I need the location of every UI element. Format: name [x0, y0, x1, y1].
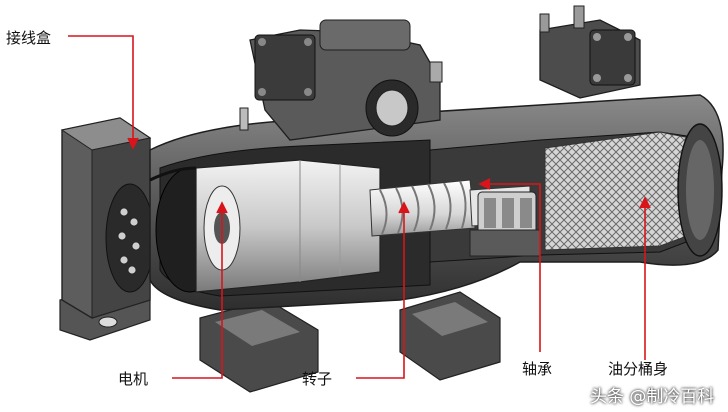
- callout-junction-box: [68, 35, 139, 150]
- watermark: 头条 @制冷百科: [590, 387, 715, 407]
- callout-bearing: [478, 178, 541, 352]
- label-motor: 电机: [118, 370, 149, 388]
- callout-oil-separator: [639, 196, 651, 360]
- motor: [149, 159, 381, 293]
- callout-rotor: [356, 201, 410, 379]
- callout-motor: [172, 201, 228, 379]
- label-junction-box: 接线盒: [6, 29, 52, 47]
- oil-separator-element: [544, 123, 723, 257]
- callout-lines: [68, 35, 651, 379]
- label-bearing: 轴承: [522, 360, 553, 378]
- label-rotor: 转子: [302, 370, 333, 388]
- junction-box-housing: [60, 117, 155, 319]
- top-casting: [239, 5, 641, 141]
- label-oil-separator: 油分桶身: [608, 360, 669, 378]
- bearing-assembly: [469, 191, 541, 257]
